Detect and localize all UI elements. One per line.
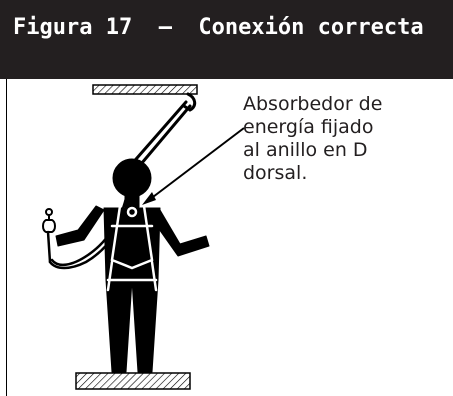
callout-leader-arrow xyxy=(142,127,245,205)
callout-text: Absorbedor de energía fijado al anillo e… xyxy=(243,93,448,185)
left-border-rule xyxy=(6,79,7,396)
ceiling-anchor-beam xyxy=(92,84,198,95)
figure-header-bar: Figura 17 – Conexión correcta xyxy=(0,0,453,79)
callout-line: energía fijado xyxy=(243,116,374,138)
snap-hook xyxy=(42,208,56,233)
callout-line: dorsal. xyxy=(243,162,308,184)
harness xyxy=(106,204,158,292)
callout-line: al anillo en D xyxy=(243,139,368,161)
callout-line: Absorbedor de xyxy=(243,93,383,115)
figure-title: Figura 17 – Conexión correcta xyxy=(13,15,424,40)
floor xyxy=(75,372,191,390)
